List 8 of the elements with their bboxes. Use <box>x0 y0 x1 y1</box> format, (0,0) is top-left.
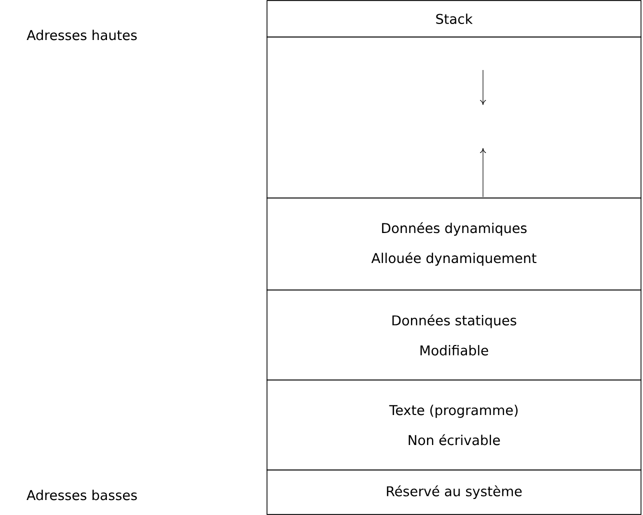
empty-segment <box>266 36 642 198</box>
memory-segment: Données statiques Modifiable <box>266 290 642 380</box>
memory-segment: Stack <box>266 0 642 38</box>
address-label: Adresses hautes <box>26 30 137 40</box>
address-label: Adresses basses <box>26 490 137 500</box>
memory-segment: Texte (programme) Non écrivable <box>266 380 642 470</box>
memory-segment: Réservé au système <box>266 470 642 515</box>
memory-segment: Données dynamiques Allouée dynamiquement <box>266 198 642 290</box>
